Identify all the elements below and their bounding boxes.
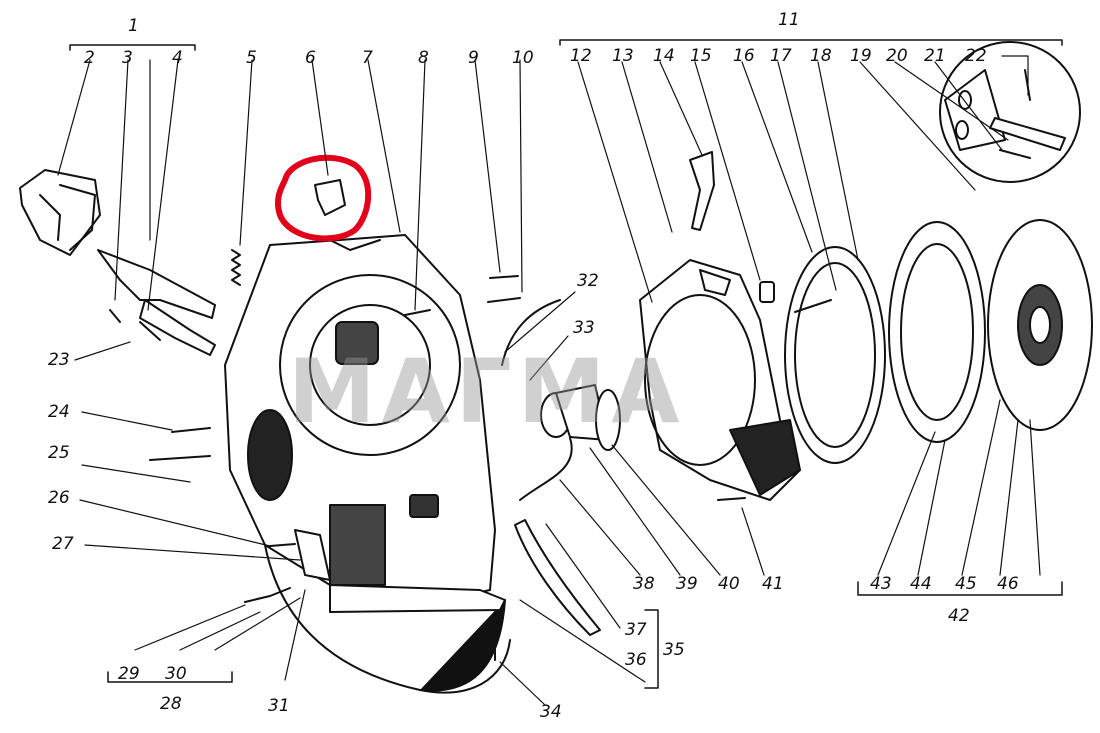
tension-spring [231,249,241,286]
callout-13: 13 [612,46,634,66]
callout-35: 35 [663,640,685,660]
callout-3: 3 [122,48,133,68]
bolt-25 [149,455,211,461]
callout-14: 14 [653,46,675,66]
callout-2: 2 [84,48,95,68]
bolt-8 [404,309,431,316]
clutch-housing [224,234,511,694]
callout-18: 18 [810,46,832,66]
callout-8: 8 [418,48,429,68]
callout-31: 31 [268,696,290,716]
callout-22: 22 [965,46,987,66]
group-brackets [69,39,1063,689]
callout-43: 43 [870,574,892,594]
bolt-24 [171,427,211,433]
pressure-plate-cover [639,259,801,501]
callout-9: 9 [468,48,479,68]
callout-44: 44 [910,574,932,594]
release-bearing [540,384,621,451]
pressure-plate [784,246,886,464]
callout-17: 17 [770,46,792,66]
callout-42: 42 [948,606,970,626]
callout-19: 19 [850,46,872,66]
callout-20: 20 [886,46,908,66]
callout-34: 34 [540,702,562,722]
adjusting-nut [759,281,775,303]
callout-21: 21 [924,46,946,66]
callout-5: 5 [246,48,257,68]
callout-36: 36 [625,650,647,670]
callout-40: 40 [718,574,740,594]
callout-32: 32 [577,271,599,291]
callout-27: 27 [52,534,74,554]
driven-disc-friction [888,221,986,443]
callout-38: 38 [633,574,655,594]
callout-29: 29 [118,664,140,684]
callout-23: 23 [48,350,70,370]
callout-4: 4 [172,48,183,68]
callout-26: 26 [48,488,70,508]
bolt-10 [487,297,521,303]
callout-39: 39 [676,574,698,594]
release-fork-lever [97,249,216,356]
highlight-circle [274,154,372,242]
release-fork-bracket [19,169,101,256]
callout-16: 16 [733,46,755,66]
callout-6: 6 [305,48,316,68]
callout-45: 45 [955,574,977,594]
callout-28: 28 [160,694,182,714]
callout-25: 25 [48,443,70,463]
bolt-41 [717,497,746,501]
callout-46: 46 [997,574,1019,594]
callout-33: 33 [573,318,595,338]
inspection-cover [514,519,601,636]
callout-11: 11 [778,10,800,30]
bolt-9 [489,275,519,279]
lever-pin-inset [939,41,1081,183]
callout-15: 15 [690,46,712,66]
watermark: МАГМА [288,340,686,443]
release-lever [689,151,715,231]
callout-30: 30 [165,664,187,684]
housing-gasket [501,299,561,366]
callout-24: 24 [48,402,70,422]
bracket-27 [294,529,331,581]
grease-hose [519,437,573,501]
callout-37: 37 [625,620,647,640]
driven-disc-hub [987,219,1093,431]
leader-lines [57,55,1041,706]
plug-29-30 [244,587,291,603]
callout-12: 12 [570,46,592,66]
plug-clip [314,179,346,216]
callout-1: 1 [128,16,139,36]
callout-10: 10 [512,48,534,68]
callout-41: 41 [762,574,784,594]
bolt-26 [269,543,296,547]
callout-7: 7 [362,48,373,68]
